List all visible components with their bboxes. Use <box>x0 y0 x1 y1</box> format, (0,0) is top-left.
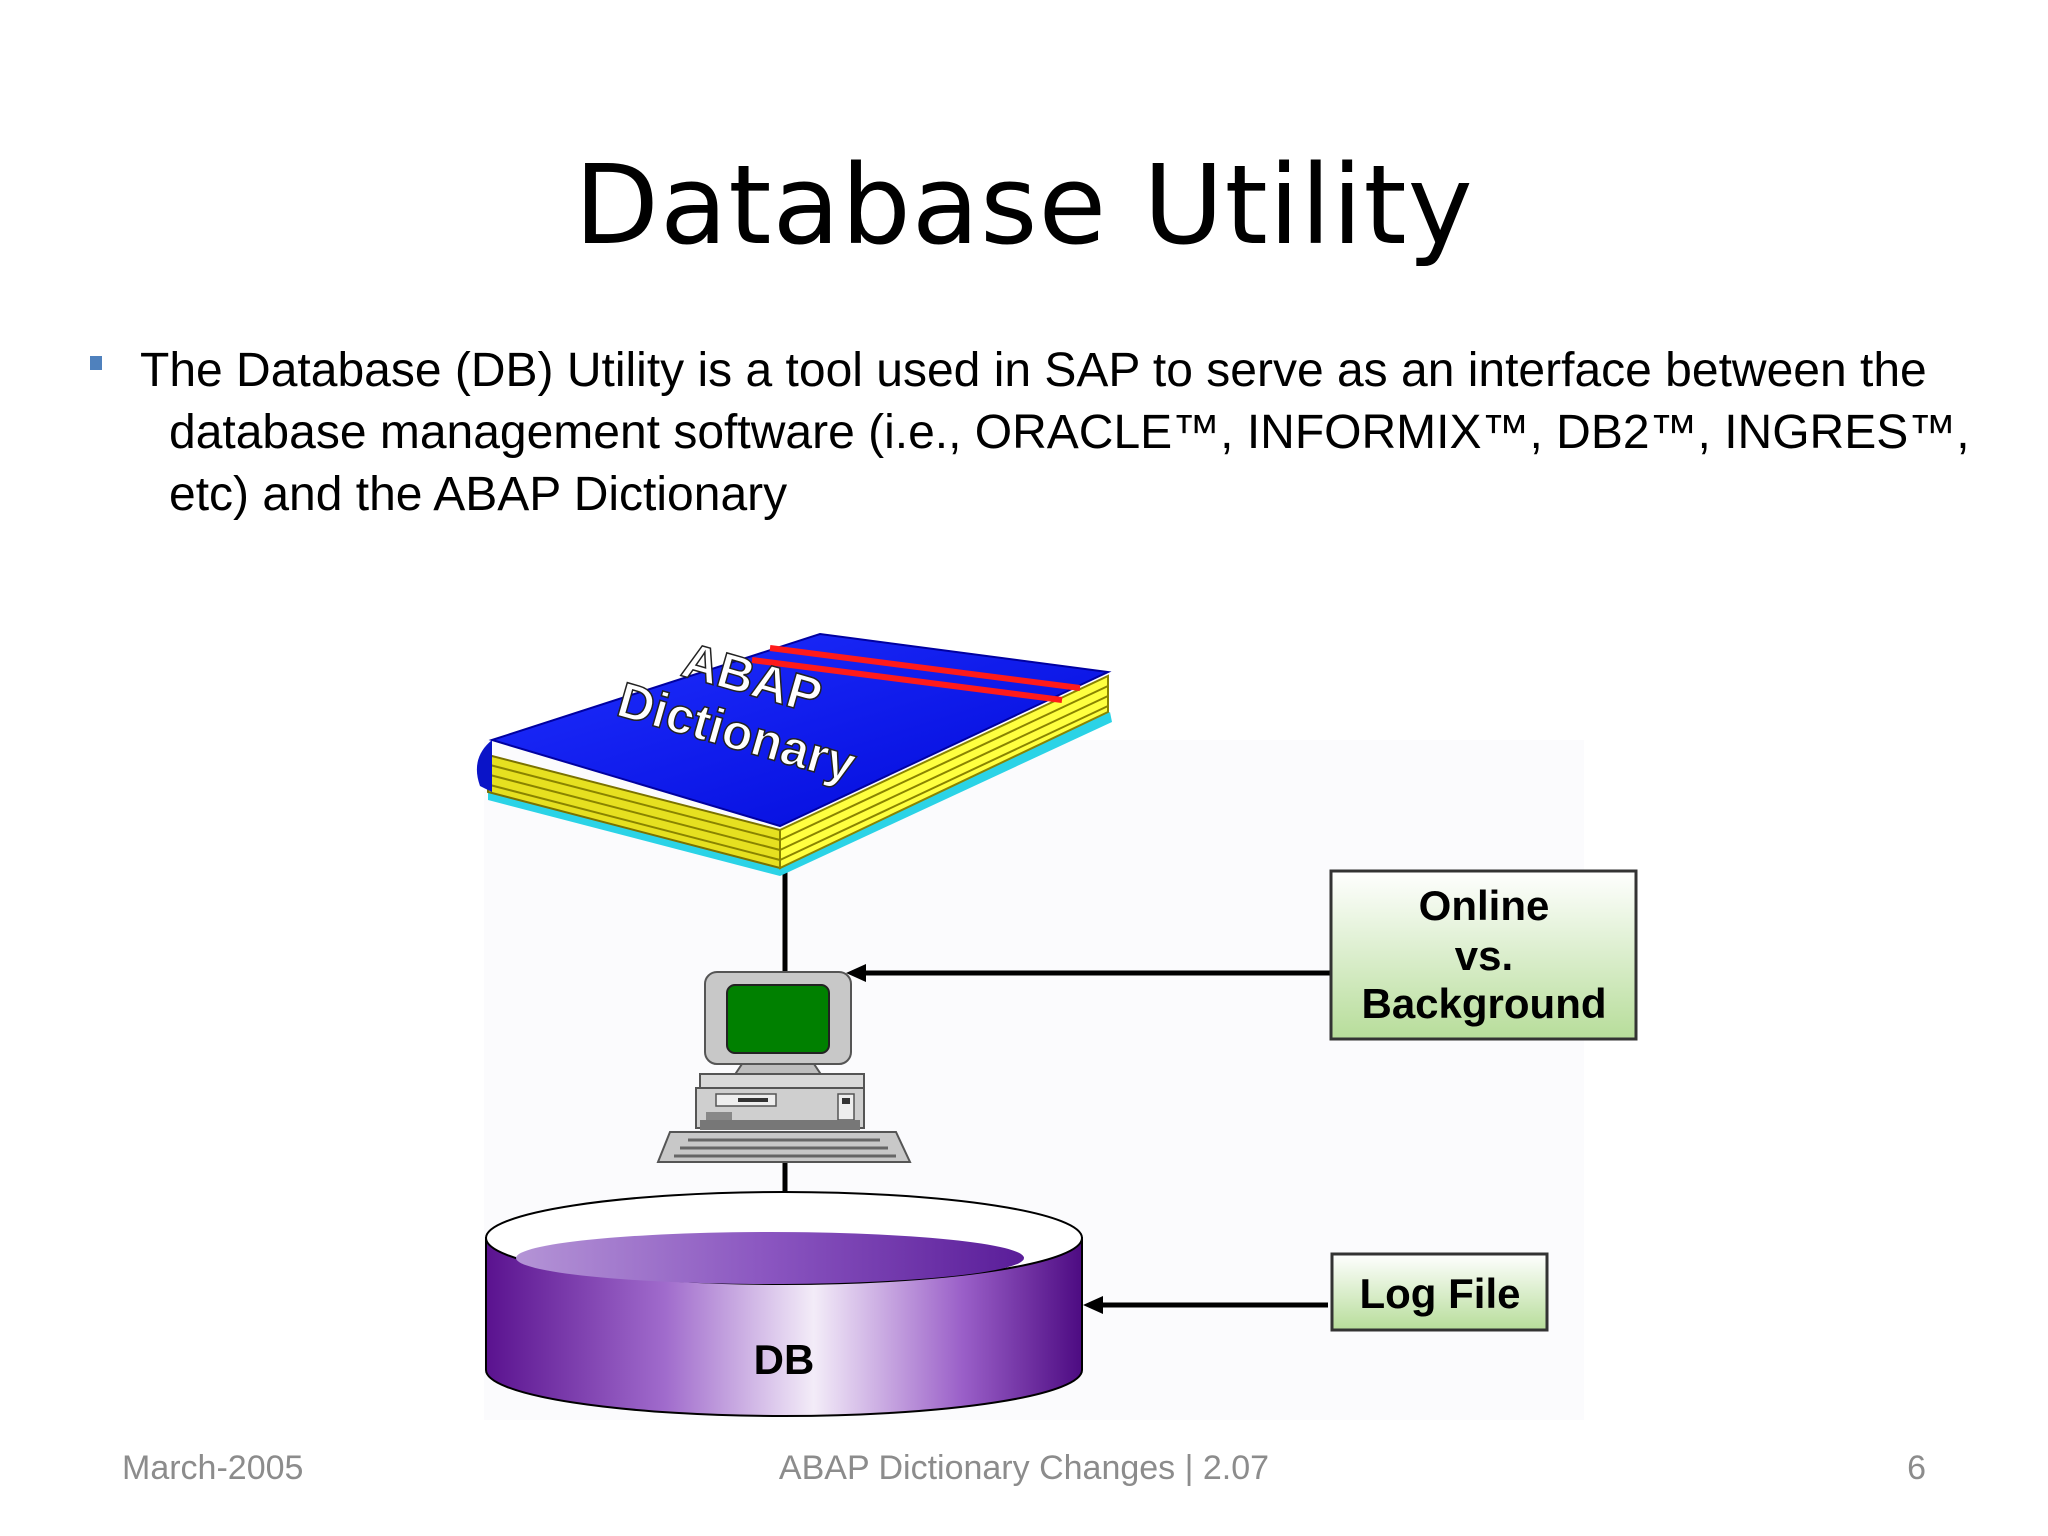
box-online-line1: Online <box>1419 882 1550 929</box>
screen <box>726 984 830 1054</box>
box-online-line2: vs. <box>1455 932 1513 979</box>
footer-page-number: 6 <box>1907 1449 1926 1487</box>
box-online-line3: Background <box>1361 980 1606 1027</box>
database-cylinder-icon: DB <box>485 1191 1083 1417</box>
log-file-label: Log File <box>1360 1270 1521 1317</box>
online-arrow <box>846 964 1330 982</box>
abap-dictionary-book-icon: ABAP Dictionary <box>476 631 1112 876</box>
computer-icon <box>656 971 912 1163</box>
bullet-marker <box>90 356 102 370</box>
online-vs-background-box: Online vs. Background <box>1329 869 1638 1041</box>
footer-title: ABAP Dictionary Changes | 2.07 <box>778 1449 1270 1487</box>
db-label: DB <box>754 1336 815 1383</box>
log-file-box: Log File <box>1330 1252 1549 1332</box>
footer-date: March-2005 <box>122 1449 304 1487</box>
log-arrow <box>1083 1296 1328 1314</box>
bullet-text: The Database (DB) Utility is a tool used… <box>140 344 1970 521</box>
slide-title: Database Utility <box>574 141 1474 269</box>
